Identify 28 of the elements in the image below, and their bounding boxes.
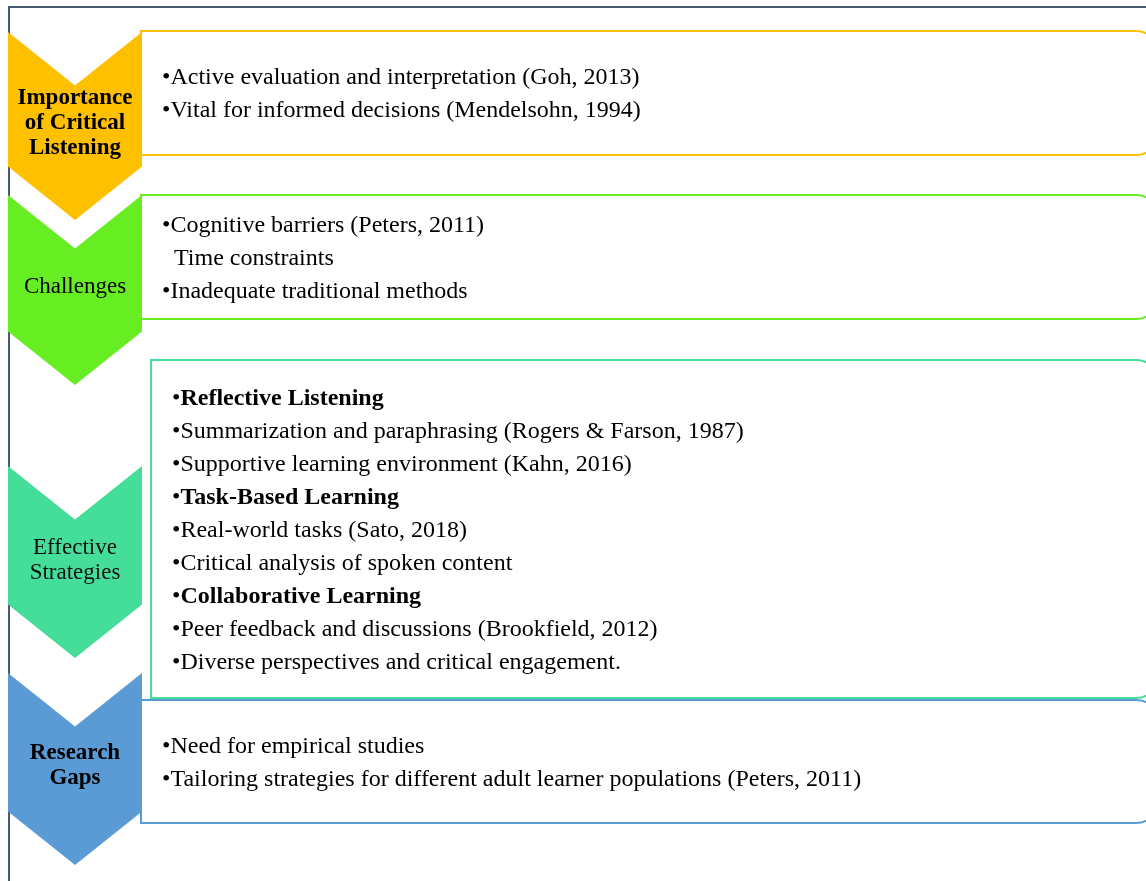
list-item: •Active evaluation and interpretation (Goh, 2013) [162, 62, 641, 91]
list-item: •Real-world tasks (Sato, 2018) [172, 514, 469, 544]
list-item: •Inadequate traditional methods [162, 275, 469, 305]
list-item: •Task-Based Learning [172, 481, 400, 511]
list-item: •Diverse perspectives and critical engagement. [172, 646, 622, 676]
stage-label: Effective Strategies [28, 534, 122, 584]
list-item: •Collaborative Learning [172, 580, 423, 610]
list-item: •Tailoring strategies for different adult learner populations (Peters, 2011) [162, 763, 863, 793]
stage-label: Research Gaps [28, 739, 122, 789]
list-item: •Summarization and paraphrasing (Rogers & Farson, 1987) [172, 415, 745, 445]
list-item: •Need for empirical studies [162, 730, 426, 760]
list-item: •Supportive learning environment (Kahn, 2016) [172, 448, 633, 478]
bullet-list-panel [140, 194, 1146, 320]
list-item: •Critical analysis of spoken content [172, 547, 514, 577]
list-item: •Cognitive barriers (Peters, 2011) [162, 209, 486, 239]
chevron-shape [8, 32, 142, 220]
chevron-shape [8, 673, 142, 865]
list-item: •Reflective Listening [172, 382, 385, 412]
chevron-shape [8, 195, 142, 385]
list-item: •Vital for informed decisions (Mendelsohn, 1994) [162, 95, 642, 124]
list-item: Time constraints [173, 242, 335, 272]
bullet-list-panel [150, 359, 1146, 699]
bullet-list-panel [140, 30, 1146, 156]
list-item: •Peer feedback and discussions (Brookfield, 2012) [172, 613, 659, 643]
chevron-shape [8, 466, 142, 658]
bullet-list-panel [140, 699, 1146, 824]
stage-label: Importance of Critical Listening [16, 84, 134, 159]
stage-label: Challenges [22, 273, 128, 298]
